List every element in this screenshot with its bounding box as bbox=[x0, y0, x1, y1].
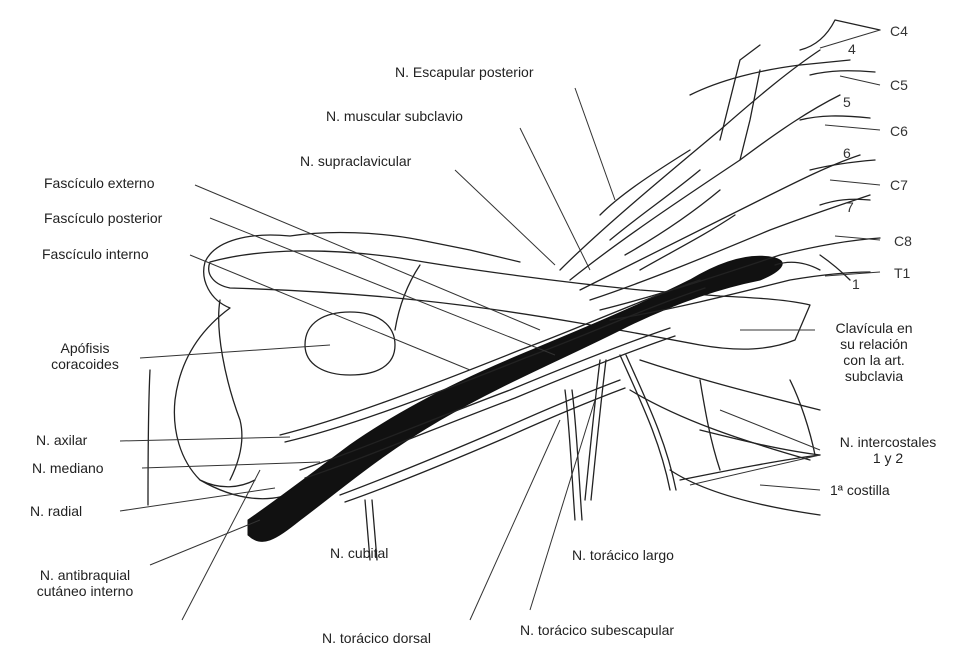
label-antibraquial-line2: cutáneo interno bbox=[10, 583, 160, 599]
label-costilla: 1ª costilla bbox=[830, 482, 890, 498]
label-cubital: N. cubital bbox=[330, 545, 388, 561]
label-apofisis-coracoides: Apófisis coracoides bbox=[30, 340, 140, 372]
label-clavicula-line1: Clavícula en bbox=[810, 320, 938, 336]
nerve-cords bbox=[280, 280, 705, 560]
label-intercostales: N. intercostales 1 y 2 bbox=[820, 434, 956, 466]
label-fasciculo-externo: Fascículo externo bbox=[44, 175, 155, 191]
coracoid-outline bbox=[305, 312, 395, 375]
rib-cage bbox=[630, 360, 820, 515]
label-supraclavicular: N. supraclavicular bbox=[300, 153, 411, 169]
label-clavicula-line4: subclavia bbox=[810, 368, 938, 384]
root-c4: C4 bbox=[890, 23, 908, 39]
acromion-outline bbox=[219, 300, 242, 480]
label-apofisis-line1: Apófisis bbox=[30, 340, 140, 356]
label-clavicula-line3: con la art. bbox=[810, 352, 938, 368]
leader-lines bbox=[120, 30, 880, 620]
label-radial: N. radial bbox=[30, 503, 82, 519]
root-num-1: 1 bbox=[852, 276, 860, 292]
label-escapular-posterior: N. Escapular posterior bbox=[395, 64, 534, 80]
label-axilar: N. axilar bbox=[36, 432, 87, 448]
label-clavicula: Clavícula en su relación con la art. sub… bbox=[810, 320, 938, 384]
label-antibraquial-line1: N. antibraquial bbox=[10, 567, 160, 583]
root-num-4: 4 bbox=[848, 41, 856, 57]
label-toracico-subescapular: N. torácico subescapular bbox=[520, 622, 674, 638]
root-c8: C8 bbox=[894, 233, 912, 249]
label-toracico-largo: N. torácico largo bbox=[572, 547, 674, 563]
label-toracico-dorsal: N. torácico dorsal bbox=[322, 630, 431, 646]
root-t1: T1 bbox=[894, 265, 911, 281]
label-apofisis-line2: coracoides bbox=[30, 356, 140, 372]
label-intercostales-line2: 1 y 2 bbox=[820, 450, 956, 466]
subclavian-artery bbox=[248, 256, 782, 541]
label-clavicula-line2: su relación bbox=[810, 336, 938, 352]
label-intercostales-line1: N. intercostales bbox=[820, 434, 956, 450]
root-num-5: 5 bbox=[843, 94, 851, 110]
label-fasciculo-posterior: Fascículo posterior bbox=[44, 210, 162, 226]
label-antibraquial: N. antibraquial cutáneo interno bbox=[10, 567, 160, 599]
root-num-6: 6 bbox=[843, 145, 851, 161]
label-muscular-subclavio: N. muscular subclavio bbox=[326, 108, 463, 124]
label-fasciculo-interno: Fascículo interno bbox=[42, 246, 149, 262]
root-c5: C5 bbox=[890, 77, 908, 93]
root-c7: C7 bbox=[890, 177, 908, 193]
root-num-7: 7 bbox=[846, 199, 854, 215]
root-c6: C6 bbox=[890, 123, 908, 139]
label-mediano: N. mediano bbox=[32, 460, 104, 476]
